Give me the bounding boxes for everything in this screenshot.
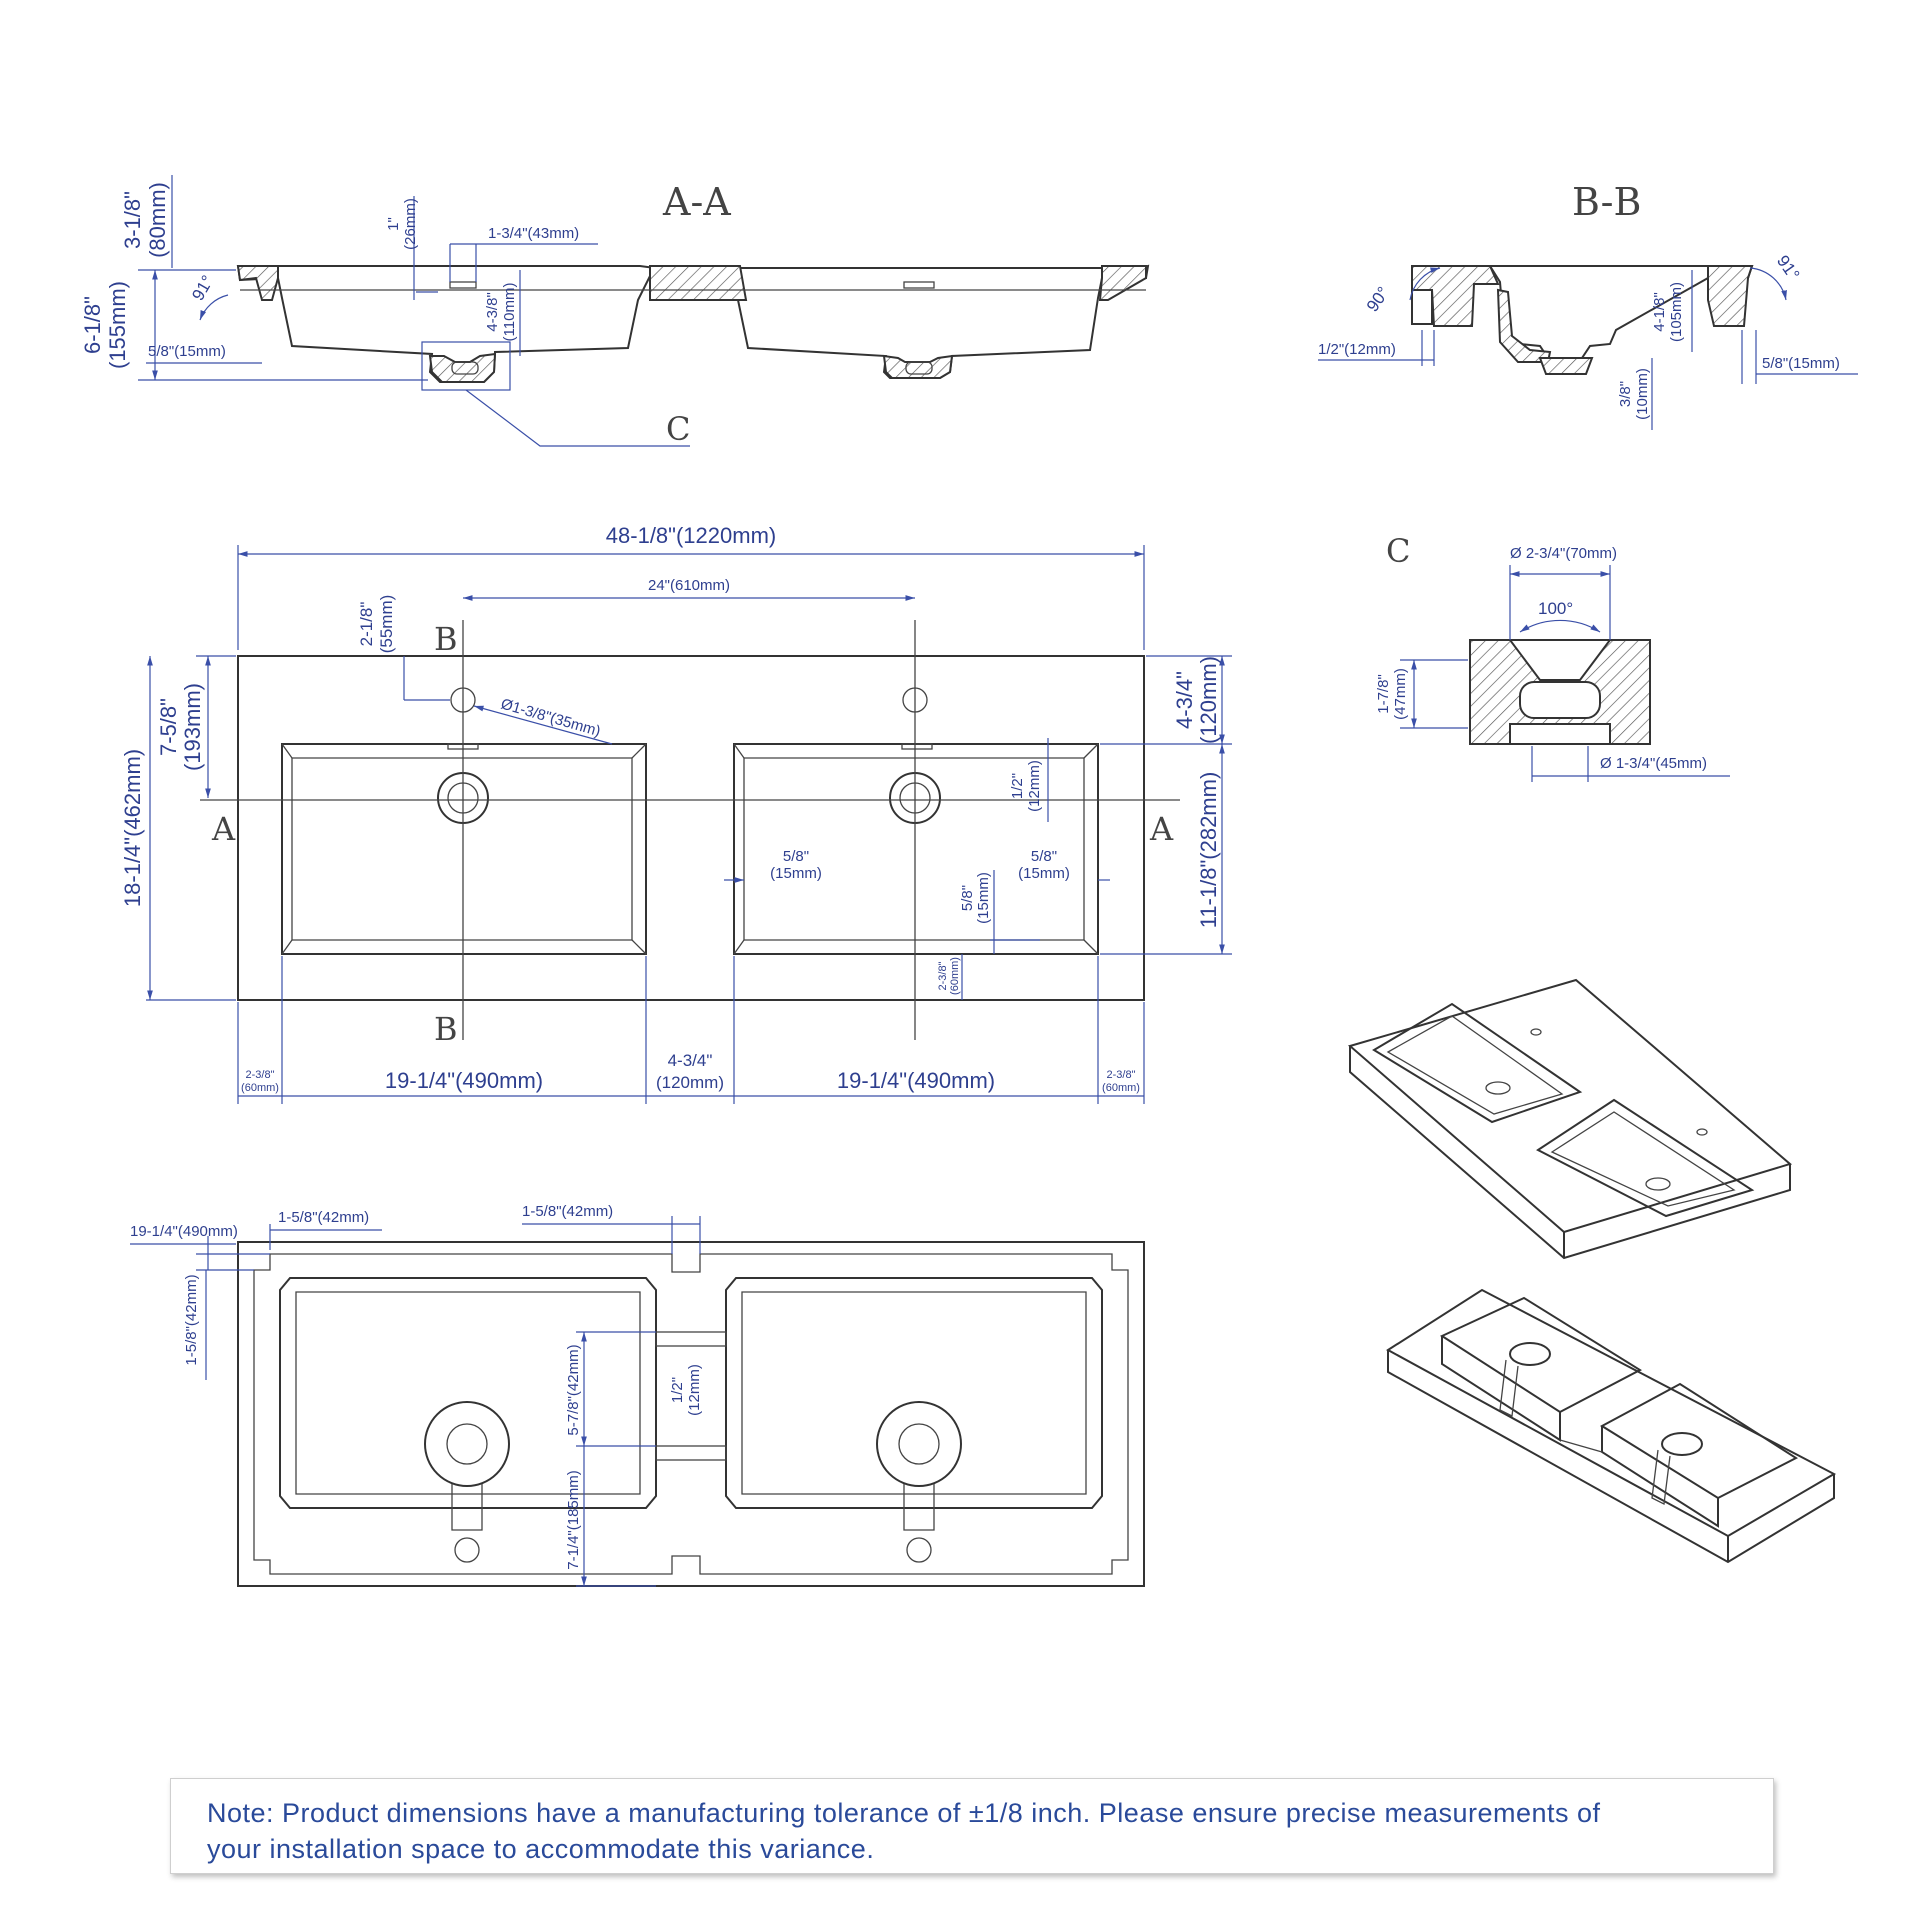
detail-c-height-mm-label: (47mm): [1392, 668, 1409, 720]
top-faucet-hole-label: Ø1-3/8"(35mm): [499, 696, 603, 741]
top-edge-right-label: 2-3/8": [1107, 1069, 1136, 1081]
top-bowl-to-front-label: 11-1/8"(282mm): [1196, 772, 1221, 929]
top-edge-left-mm-label: (60mm): [241, 1082, 279, 1094]
detail-c-top-diameter-label: Ø 2-3/4"(70mm): [1510, 545, 1617, 562]
bb-angle-left-label: 90°: [1363, 283, 1393, 315]
top-drain-from-back-mm-label: (193mm): [180, 683, 205, 771]
top-bottom-width-dims: [237, 956, 1145, 1104]
top-overall-depth-label: 18-1/4"(462mm): [120, 749, 145, 907]
bb-right-rim-label: 5/8"(15mm): [1762, 355, 1840, 372]
top-inner-bottom-label: 5/8": [959, 885, 976, 911]
aa-height-total-mm-label: (155mm): [105, 281, 130, 369]
detail-c-height-label: 1-7/8": [1375, 674, 1392, 714]
aa-bowl-depth-mm-label: (110mm): [501, 283, 518, 342]
aa-overflow-width-label: 1-3/4"(43mm): [488, 225, 579, 242]
aa-depth-top-label: 3-1/8": [120, 191, 145, 249]
aa-rim-label: 5/8"(15mm): [148, 343, 226, 360]
top-view-section-a-left: A: [211, 810, 236, 848]
top-lip-mm-label: (12mm): [1026, 760, 1043, 812]
top-view-section-b-bottom: B: [434, 1010, 458, 1048]
aa-bowl-depth-label: 4-3/8": [484, 292, 501, 332]
section-a-a-title: A-A: [662, 180, 731, 224]
bb-bowl-depth-label: 4-1/8": [1651, 292, 1668, 332]
aa-overflow-offset-mm-label: (26mm): [402, 198, 419, 250]
top-drain-from-back-label: 7-5/8": [156, 698, 181, 756]
top-bowl-width-right-label: 19-1/4"(490mm): [837, 1068, 995, 1093]
top-center-gap-label: 4-3/4": [668, 1051, 713, 1070]
section-b-b-outline: [1411, 265, 1754, 375]
top-view-section-b-top: B: [434, 620, 458, 658]
bottom-bowl-width-label: 19-1/4"(490mm): [130, 1223, 238, 1240]
top-edge-right-mm-label: (60mm): [1102, 1082, 1140, 1094]
bottom-rib-height-label: 5-7/8"(42mm): [565, 1344, 582, 1435]
bottom-view: 1-5/8"(42mm) 19-1/4"(490mm) 1-5/8"(42mm)…: [130, 1203, 1145, 1587]
bb-left-rim-label: 1/2"(12mm): [1318, 341, 1396, 358]
top-back-to-bowl-label: 4-3/4": [1172, 671, 1197, 729]
bottom-view-outline: [237, 1241, 1145, 1587]
section-a-a-outline: [236, 264, 1150, 383]
top-faucet-spacing-label: 24"(610mm): [648, 577, 730, 594]
aa-depth-top-mm-label: (80mm): [145, 182, 170, 258]
section-b-b: B-B 90° 91° 4-1/8" (105mm) 1/2"(12mm) 5/…: [1318, 180, 1858, 430]
detail-c-bottom-diameter-label: Ø 1-3/4"(45mm): [1600, 755, 1707, 772]
top-view-outline: [200, 620, 1180, 1040]
detail-c-angle-label: 100°: [1538, 599, 1573, 618]
top-center-gap-mm-label: (120mm): [656, 1073, 724, 1092]
bottom-rib-gap-mm-label: (12mm): [686, 1364, 703, 1416]
note-text: Note: Product dimensions have a manufact…: [207, 1795, 1737, 1867]
top-view-section-a-right: A: [1149, 810, 1174, 848]
detail-c-title: C: [1386, 532, 1410, 570]
top-faucet-offset-label: 2-1/8": [357, 602, 376, 647]
detail-c-outline: [1469, 639, 1651, 745]
bb-angle-right-label: 91°: [1773, 252, 1803, 284]
isometric-top-view: [1347, 978, 1793, 1260]
section-b-b-title: B-B: [1572, 180, 1641, 224]
aa-angle-label: 91°: [188, 272, 217, 304]
top-faucet-offset-mm-label: (55mm): [377, 595, 396, 654]
section-a-a: A-A 6-1/8" (155mm) 3-1/8" (80mm) 91° 5/8…: [80, 175, 1150, 448]
bb-bottom-label: 3/8": [1617, 381, 1634, 407]
top-front-margin-label: 2-3/8": [937, 961, 949, 990]
note-line-2: your installation space to accommodate t…: [207, 1834, 875, 1864]
note-line-1: Note: Product dimensions have a manufact…: [207, 1798, 1601, 1828]
aa-height-total-label: 6-1/8": [80, 296, 105, 354]
bb-bottom-mm-label: (10mm): [1634, 368, 1651, 420]
top-view: A A B B 48-1/8"(1220mm) 24"(610mm) 2-1/8…: [120, 523, 1232, 1104]
top-inner-left-label: 5/8": [783, 848, 809, 865]
bottom-notch-side-label: 1-5/8"(42mm): [183, 1274, 200, 1365]
bottom-notch-left-label: 1-5/8"(42mm): [278, 1209, 369, 1226]
bottom-rib-gap-label: 1/2": [669, 1377, 686, 1403]
bottom-notch-center-label: 1-5/8"(42mm): [522, 1203, 613, 1220]
top-edge-left-label: 2-3/8": [246, 1069, 275, 1081]
top-inner-right-label: 5/8": [1031, 848, 1057, 865]
top-front-margin-mm-label: (60mm): [949, 957, 961, 995]
aa-detail-label: C: [666, 410, 690, 448]
top-bowl-width-left-label: 19-1/4"(490mm): [385, 1068, 543, 1093]
note-box: Note: Product dimensions have a manufact…: [170, 1778, 1774, 1874]
top-lip-label: 1/2": [1009, 773, 1026, 799]
top-back-to-bowl-mm-label: (120mm): [1196, 656, 1221, 744]
aa-overflow-offset-label: 1": [385, 217, 402, 231]
top-inner-bottom-mm-label: (15mm): [975, 872, 992, 924]
isometric-bottom-view: [1386, 1288, 1837, 1564]
bottom-drain-height-label: 7-1/4"(185mm): [565, 1470, 582, 1570]
top-inner-left-mm-label: (15mm): [770, 865, 822, 882]
detail-c: C Ø 2-3/4"(70mm) 100° 1-7/8" (47mm) Ø 1-…: [1375, 532, 1730, 782]
top-overall-width-label: 48-1/8"(1220mm): [606, 523, 776, 548]
top-inner-right-mm-label: (15mm): [1018, 865, 1070, 882]
bb-bowl-depth-mm-label: (105mm): [1668, 282, 1685, 342]
